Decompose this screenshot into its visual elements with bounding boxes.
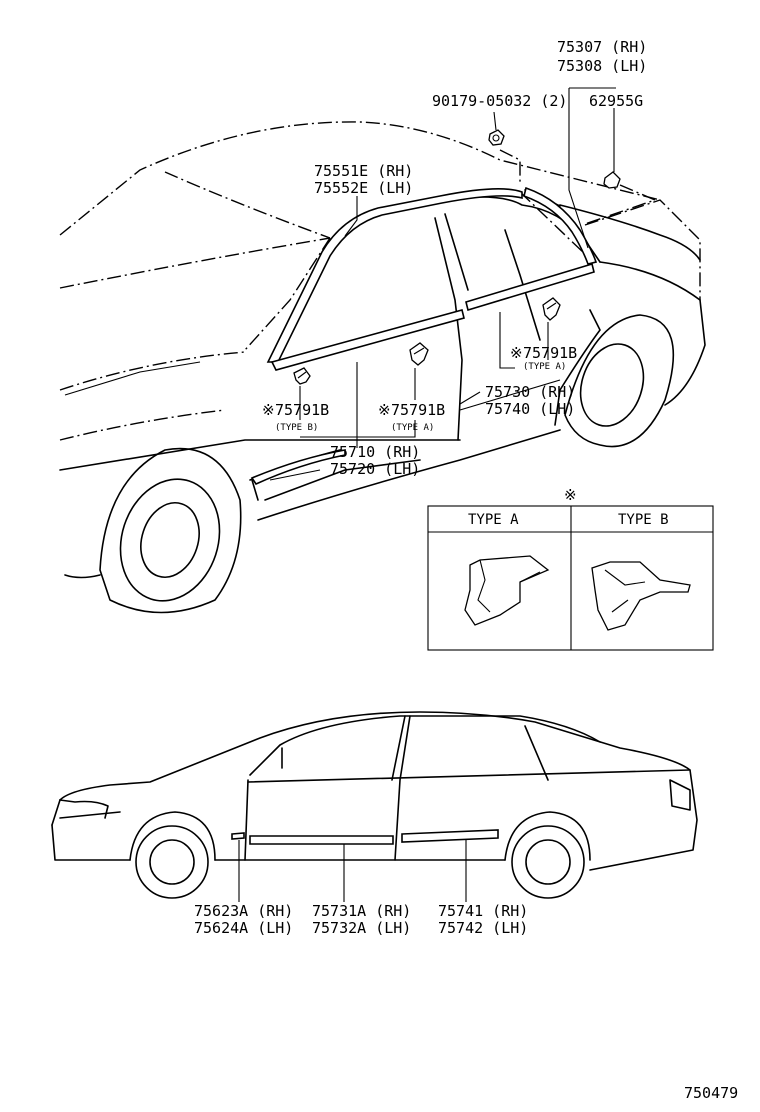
figure-number: 750479 [684,1084,738,1102]
label-62955g: 62955G [589,92,643,110]
rear-door-side-moulding [401,829,499,843]
label-clip-rear: 75791B [523,344,577,362]
label-clip-front-type: (TYPE B) [275,423,318,433]
asterisk-rear: ※ [510,344,523,362]
asterisk-inset: ※ [564,486,577,504]
asterisk-front: ※ [262,401,275,419]
header-type-a: TYPE A [468,512,519,528]
label-75710: 75710 (RH) [330,443,420,461]
label-75624a: 75624A (LH) [194,919,293,937]
small-parts [293,129,621,385]
fender-moulding [231,832,245,840]
label-75551e: 75551E (RH) [314,162,413,180]
roof-drip-moulding [266,188,523,363]
label-75720: 75720 (LH) [330,460,420,478]
label-75623a: 75623A (RH) [194,902,293,920]
label-75741: 75741 (RH) [438,902,528,920]
label-75742: 75742 (LH) [438,919,528,937]
label-90179: 90179-05032 (2) [432,92,567,110]
clip-type-a-mid [409,342,429,366]
label-75731a: 75731A (RH) [312,902,411,920]
label-75308: 75308 (LH) [557,57,647,75]
label-clip-rear-type: (TYPE A) [523,362,566,372]
clip-62955g [603,171,621,189]
clip-type-a-rear [542,297,561,321]
front-door-side-moulding [249,835,394,845]
rear-door-belt-moulding [465,262,595,312]
body-side-moulding [250,449,346,486]
callout-labels: 75307 (RH) 75308 (LH) 90179-05032 (2) 62… [194,38,738,1102]
label-75730: 75730 (RH) [485,383,575,401]
type-a-clip-illustration [464,555,550,626]
screw-90179 [488,129,505,146]
lower-mouldings [231,829,499,845]
lower-car-outline [51,711,698,899]
clip-type-b-front [293,367,311,385]
leader-lines-upper [269,87,657,481]
upper-mouldings [250,186,598,486]
header-type-b: TYPE B [618,512,669,528]
clip-type-table [427,505,714,651]
label-clip-mid-type: (TYPE A) [391,423,434,433]
type-b-clip-illustration [591,561,691,631]
label-75552e: 75552E (LH) [314,179,413,197]
asterisk-mid: ※ [378,401,391,419]
rear-quarter-moulding [523,186,598,265]
label-clip-mid: 75791B [391,401,445,419]
leader-lines-lower [238,840,467,902]
label-75307: 75307 (RH) [557,38,647,56]
label-75732a: 75732A (LH) [312,919,411,937]
front-door-belt-moulding [270,309,465,371]
label-clip-front: 75791B [275,401,329,419]
label-75740: 75740 (LH) [485,400,575,418]
